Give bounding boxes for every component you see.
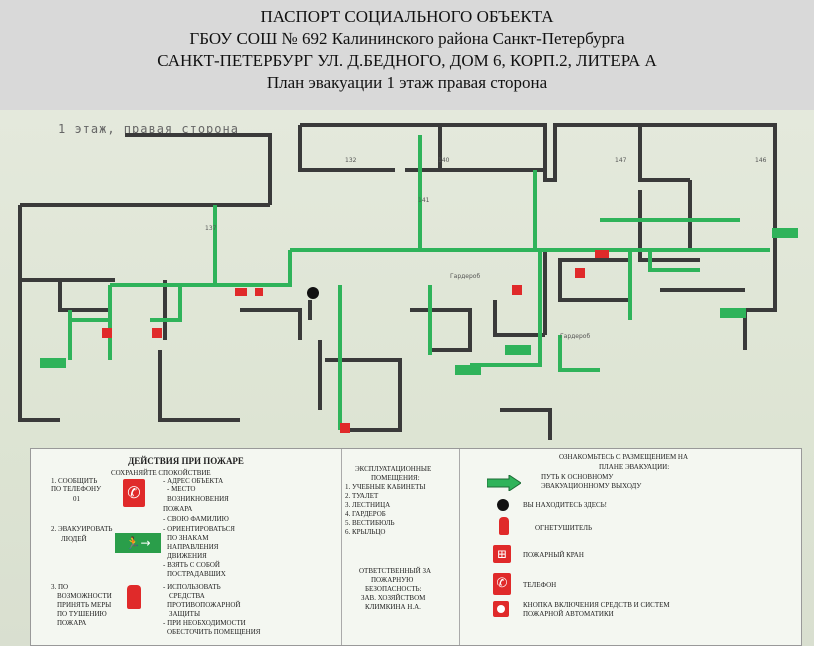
svg-text:Гардероб: Гардероб (560, 333, 590, 340)
room-labels: 132 140 147 146 141 137 Гардероб Гардеро… (205, 157, 767, 340)
exit-sign-icon: 🏃→ (115, 533, 161, 553)
step2-right-3: НАПРАВЛЕНИЯ (167, 543, 219, 551)
path-text-2: ЭВАКУАЦИОННОМУ ВЫХОДУ (541, 482, 642, 490)
step2-text-a: 2. ЭВАКУИРОВАТЬ (51, 525, 113, 533)
path-text-1: ПУТЬ К ОСНОВНОМУ (541, 473, 614, 481)
room-item-4: 4. ГАРДЕРОБ (345, 510, 386, 518)
responsible-2: ПОЖАРНУЮ (371, 576, 414, 584)
rooms-column: ЭКСПЛУАТАЦИОННЫЕ ПОМЕЩЕНИЯ: 1. УЧЕБНЫЕ К… (341, 449, 460, 645)
step3-text-e: ПОЖАРА (57, 619, 87, 627)
step1-right-1: - АДРЕС ОБЪЕКТА (163, 477, 224, 485)
rooms-title-1: ЭКСПЛУАТАЦИОННЫЕ (355, 465, 432, 473)
plan-caption: 1 этаж, правая сторона (58, 122, 239, 136)
step2-right-2: ПО ЗНАКАМ (167, 534, 209, 542)
room-item-2: 2. ТУАЛЕТ (345, 492, 379, 500)
svg-text:140: 140 (438, 157, 450, 164)
you-are-here-icon (497, 499, 509, 511)
svg-text:137: 137 (205, 225, 217, 232)
step3-text-d: ПО ТУШЕНИЮ (57, 610, 107, 618)
step1-right-4: ПОЖАРА (163, 505, 193, 513)
step1-text-c: 01 (73, 495, 80, 503)
extinguisher-text: ОГНЕТУШИТЕЛЬ (535, 524, 593, 532)
fire-hydrant-icon: ⊞ (493, 545, 511, 563)
step3-text-b: ВОЗМОЖНОСТИ (57, 592, 112, 600)
step3-right-6: ОБЕСТОЧИТЬ ПОМЕЩЕНИЯ (167, 628, 261, 636)
step3-right-4: ЗАЩИТЫ (169, 610, 201, 618)
step2-right-1: - ОРИЕНТИРОВАТЬСЯ (163, 525, 235, 533)
responsible-1: ОТВЕТСТВЕННЫЙ ЗА (359, 567, 432, 575)
room-item-6: 6. КРЫЛЬЦО (345, 528, 386, 536)
step3-right-3: ПРОТИВОПОЖАРНОЙ (167, 601, 241, 609)
step1-text-a: 1. СООБЩИТЬ (51, 477, 98, 485)
extinguisher-icon (499, 517, 509, 535)
room-item-3: 3. ЛЕСТНИЦА (345, 501, 391, 509)
symbols-column: ОЗНАКОМЬТЕСЬ С РАЗМЕЩЕНИЕМ НА ПЛАНЕ ЭВАК… (459, 449, 801, 645)
step2-right-5: - ВЗЯТЬ С СОБОЙ (163, 561, 220, 569)
room-item-5: 5. ВЕСТИБЮЛЬ (345, 519, 395, 527)
step2-right-4: ДВИЖЕНИЯ (167, 552, 207, 560)
alarm-text-1: КНОПКА ВКЛЮЧЕНИЯ СРЕДСТВ И СИСТЕМ (523, 601, 670, 609)
step3-right-2: СРЕДСТВА (169, 592, 205, 600)
plan-walls (18, 123, 777, 440)
actions-title: ДЕЙСТВИЯ ПРИ ПОЖАРЕ (128, 456, 244, 466)
step2-text-b: ЛЮДЕЙ (61, 535, 87, 543)
step1-text-b: ПО ТЕЛЕФОНУ (51, 485, 102, 493)
you-are-here-marker (307, 287, 319, 299)
exit-markers (40, 228, 798, 375)
header-school: ГБОУ СОШ № 692 Калининского района Санкт… (189, 29, 625, 48)
step1-right-3: ВОЗНИКНОВЕНИЯ (167, 495, 229, 503)
floor-plan: 132 140 147 146 141 137 Гардероб Гардеро… (18, 123, 798, 440)
telephone-icon: ✆ (493, 573, 511, 595)
evacuation-plan-photo: 1 этаж, правая сторона (0, 110, 814, 646)
fire-extinguisher-icon (127, 585, 141, 609)
svg-text:Гардероб: Гардероб (450, 273, 480, 280)
step3-text-c: ПРИНЯТЬ МЕРЫ (57, 601, 112, 609)
header-plan-name: План эвакуации 1 этаж правая сторона (266, 73, 548, 92)
header-title: ПАСПОРТ СОЦИАЛЬНОГО ОБЪЕКТА (260, 7, 554, 26)
step3-text-a: 3. ПО (51, 583, 69, 591)
legend-panel: ДЕЙСТВИЯ ПРИ ПОЖАРЕ СОХРАНЯЙТЕ СПОКОЙСТВ… (30, 448, 802, 646)
step2-right-6: ПОСТРАДАВШИХ (167, 570, 226, 578)
responsible-4: ЗАВ. ХОЗЯЙСТВОМ (361, 594, 426, 602)
room-item-1: 1. УЧЕБНЫЕ КАБИНЕТЫ (345, 483, 426, 491)
document-header: ПАСПОРТ СОЦИАЛЬНОГО ОБЪЕКТА ГБОУ СОШ № 6… (0, 0, 814, 110)
evacuation-routes (68, 135, 770, 430)
keep-calm-text: СОХРАНЯЙТЕ СПОКОЙСТВИЕ (111, 469, 211, 477)
header-address: САНКТ-ПЕТЕРБУРГ УЛ. Д.БЕДНОГО, ДОМ 6, КО… (157, 51, 657, 70)
step1-right-5: - СВОЮ ФАМИЛИЮ (163, 515, 229, 523)
svg-text:141: 141 (418, 197, 430, 204)
symbols-title-1: ОЗНАКОМЬТЕСЬ С РАЗМЕЩЕНИЕМ НА (559, 453, 689, 461)
step3-right-1: - ИСПОЛЬЗОВАТЬ (163, 583, 221, 591)
hydrant-text: ПОЖАРНЫЙ КРАН (523, 551, 584, 559)
fire-alarm-button-icon (493, 601, 509, 617)
phone-text: ТЕЛЕФОН (523, 581, 557, 589)
rooms-title-2: ПОМЕЩЕНИЯ: (371, 474, 420, 482)
alarm-text-2: ПОЖАРНОЙ АВТОМАТИКИ (523, 610, 614, 618)
actions-column: ДЕЙСТВИЯ ПРИ ПОЖАРЕ СОХРАНЯЙТЕ СПОКОЙСТВ… (31, 449, 342, 645)
svg-text:146: 146 (755, 157, 767, 164)
step3-right-5: - ПРИ НЕОБХОДИМОСТИ (163, 619, 246, 627)
symbols-title-2: ПЛАНЕ ЭВАКУАЦИИ: (599, 463, 670, 471)
here-text: ВЫ НАХОДИТЕСЬ ЗДЕСЬ! (523, 501, 608, 509)
svg-text:147: 147 (615, 157, 627, 164)
fire-equipment-markers (102, 250, 609, 433)
evac-path-arrow-icon (487, 475, 521, 491)
phone-icon: ✆ (123, 479, 145, 507)
svg-text:132: 132 (345, 157, 357, 164)
responsible-5: КЛИМКИНА Н.А. (365, 603, 421, 611)
responsible-3: БЕЗОПАСНОСТЬ: (365, 585, 422, 593)
step1-right-2: - МЕСТО (167, 485, 196, 493)
